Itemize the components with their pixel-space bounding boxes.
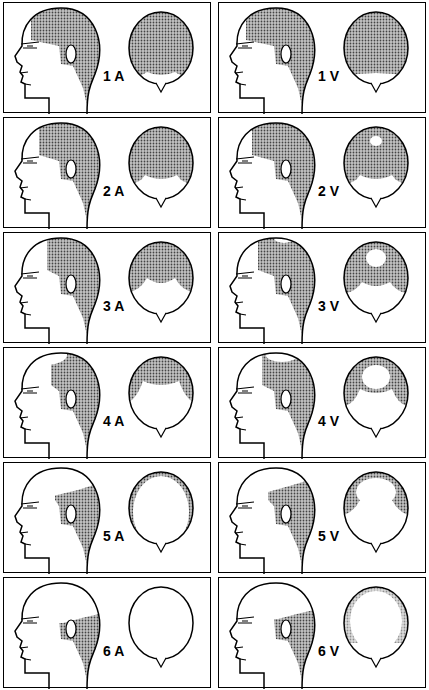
stage-label: 5 V	[318, 529, 339, 544]
stage-panel: 1 A	[3, 2, 211, 113]
stage-label: 2 A	[103, 184, 124, 199]
stage-panel: 1 V	[218, 2, 426, 113]
stage-illustration	[3, 345, 195, 459]
stage-illustration	[218, 577, 410, 689]
stage-illustration	[3, 232, 195, 344]
stage-illustration	[3, 117, 195, 229]
stage-illustration	[218, 232, 410, 344]
stage-label: 4 A	[103, 414, 124, 429]
stage-panel: 5 A	[3, 462, 211, 573]
stage-panel: 2 A	[3, 117, 211, 228]
stage-label: 6 A	[103, 644, 124, 659]
stage-panel: 4 A	[3, 347, 211, 458]
stage-panel: 3 A	[3, 232, 211, 343]
stage-illustration	[218, 2, 410, 114]
stage-label: 1 A	[103, 69, 124, 84]
stage-panel: 6 V	[218, 577, 426, 688]
stage-panel: 5 V	[218, 462, 426, 573]
stage-illustration	[3, 462, 195, 574]
stage-label: 3 A	[103, 299, 124, 314]
stage-label: 3 V	[318, 299, 339, 314]
stage-illustration	[3, 2, 195, 114]
stage-panel: 2 V	[218, 117, 426, 228]
stage-illustration	[218, 117, 410, 229]
stage-illustration	[3, 577, 193, 689]
stage-label: 4 V	[318, 414, 339, 429]
stage-panel: 4 V	[218, 347, 426, 458]
stage-label: 6 V	[318, 644, 339, 659]
stage-panel: 3 V	[218, 232, 426, 343]
stage-label: 1 V	[318, 69, 339, 84]
stage-illustration	[218, 347, 410, 459]
stage-label: 2 V	[318, 184, 339, 199]
stage-panel: 6 A	[3, 577, 211, 688]
stage-label: 5 A	[103, 529, 124, 544]
stage-illustration	[218, 462, 410, 574]
